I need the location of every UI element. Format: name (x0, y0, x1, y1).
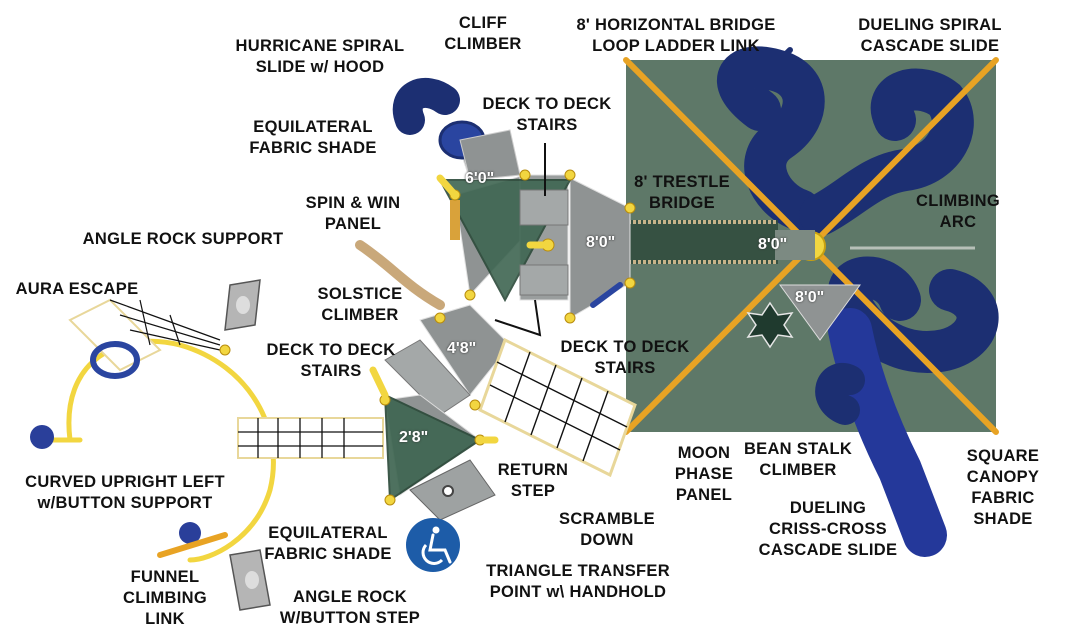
funnel-ball (179, 522, 201, 544)
label-moon-phase: MOON PHASE PANEL (674, 444, 734, 504)
dim-deck-mid: 4'8" (447, 340, 477, 357)
stub-posts (369, 174, 552, 444)
dim-deck-center: 8'0" (586, 234, 616, 251)
label-return-step: RETURN STEP (497, 461, 569, 500)
angle-rock-support (224, 279, 261, 331)
aura-escape (68, 298, 162, 379)
horizontal-bridge (775, 230, 815, 260)
solstice-climber (355, 240, 445, 310)
label-aura-escape: AURA ESCAPE (15, 280, 139, 298)
deck-posts (219, 169, 636, 506)
dim-deck-triangle-right: 8'0" (795, 289, 825, 306)
dueling-spiral-slide (717, 46, 974, 236)
label-curved-upright: CURVED UPRIGHT LEFT w/BUTTON SUPPORT (25, 473, 225, 512)
return-step (409, 459, 496, 521)
label-angle-rock-step: ANGLE ROCK W/BUTTON STEP (279, 588, 421, 627)
label-angle-rock-support: ANGLE ROCK SUPPORT (82, 230, 284, 248)
button-support-ball (30, 425, 54, 449)
label-cliff-climber: CLIFF CLIMBER (444, 14, 522, 53)
label-deck-stairs-right: DECK TO DECK STAIRS (560, 338, 690, 377)
trestle-bridge (628, 220, 778, 264)
dim-deck-top: 6'0" (465, 170, 495, 187)
bean-stalk-climber (746, 301, 794, 349)
dim-deck-small: 2'8" (399, 429, 429, 446)
scramble-down-net (478, 337, 637, 478)
label-square-canopy: SQUARE CANOPY FABRIC SHADE (966, 447, 1040, 528)
label-triangle-transfer: TRIANGLE TRANSFER POINT w\ HANDHOLD (486, 562, 670, 601)
slide-handle-blue (590, 282, 623, 308)
dim-deck-canopy: 8'0" (758, 236, 788, 253)
label-spin-win: SPIN & WIN PANEL (305, 194, 401, 233)
triangle-deck-canopy (779, 284, 861, 341)
label-horizontal-bridge: 8' HORIZONTAL BRIDGE LOOP LADDER LINK (576, 16, 776, 55)
label-deck-stairs-left: DECK TO DECK STAIRS (266, 341, 396, 380)
leader-lines (494, 143, 546, 337)
cargo-net-lower (237, 417, 384, 459)
label-hurricane-spiral: HURRICANE SPIRAL SLIDE w/ HOOD (235, 37, 405, 76)
funnel-climbing-link (157, 532, 228, 558)
label-climbing-arc: CLIMBING ARC (916, 192, 1000, 231)
label-solstice-climber: SOLSTICE CLIMBER (317, 285, 403, 324)
label-bean-stalk: BEAN STALK CLIMBER (743, 440, 853, 479)
wheelchair-icon (406, 518, 460, 572)
aura-net (109, 299, 221, 351)
criss-cross-cascade-slide (815, 256, 999, 557)
label-scramble-down: SCRAMBLE DOWN (559, 510, 655, 549)
label-equilateral-shade-top: EQUILATERAL FABRIC SHADE (249, 118, 377, 157)
label-criss-cross-slide: DUELING CRISS-CROSS CASCADE SLIDE (758, 499, 898, 559)
label-funnel-climbing-link: FUNNEL CLIMBING LINK (123, 568, 207, 628)
spin-win-panel (450, 200, 460, 240)
angle-rock-step (229, 549, 271, 611)
label-deck-stairs-top: DECK TO DECK STAIRS (482, 95, 612, 134)
label-equilateral-shade-bottom: EQUILATERAL FABRIC SHADE (264, 524, 392, 563)
equilateral-shade-bottom (383, 393, 483, 502)
label-dueling-spiral: DUELING SPIRAL CASCADE SLIDE (858, 16, 1002, 55)
label-trestle-bridge: 8' TRESTLE BRIDGE (634, 173, 730, 212)
deck-stairs-lower (519, 264, 569, 296)
